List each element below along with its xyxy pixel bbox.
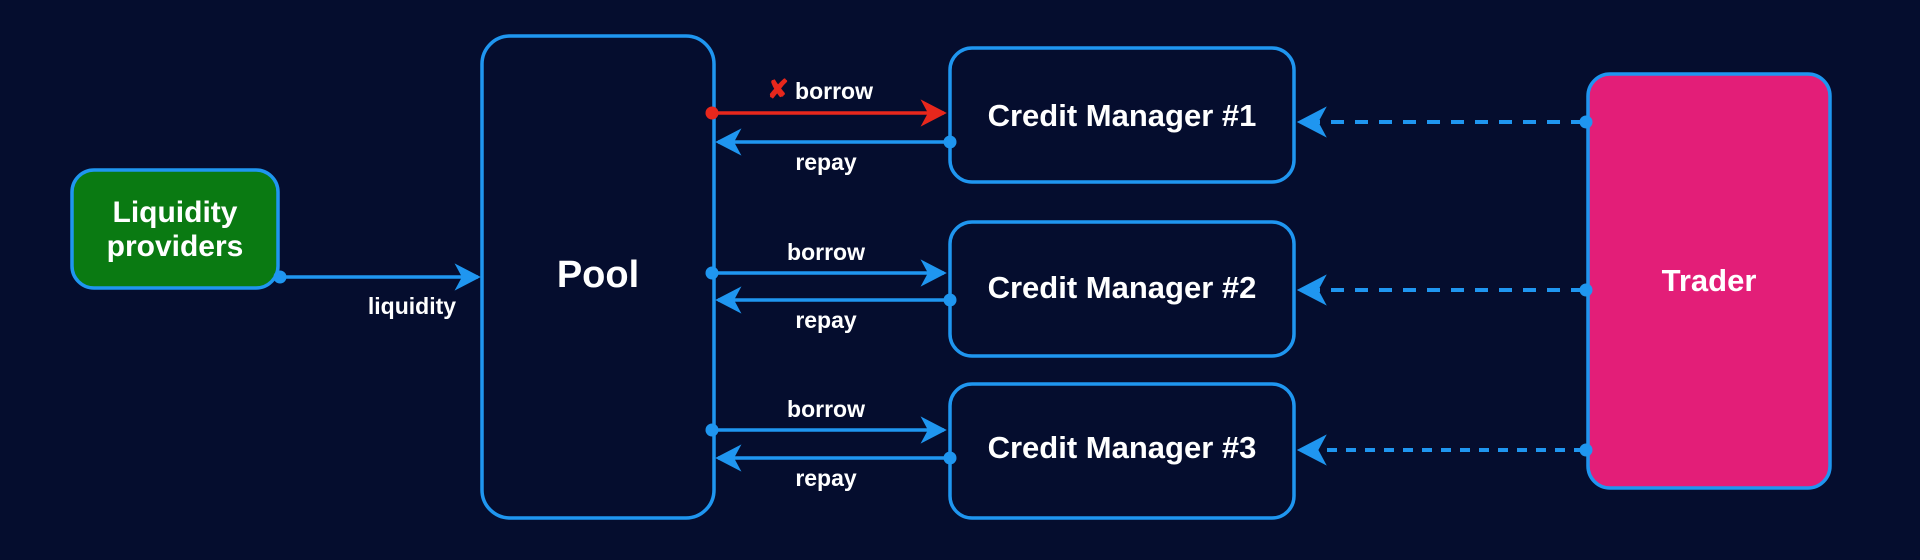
liquidity-providers-label-line1: Liquidity xyxy=(113,196,238,229)
edge-borrow-2: borrow xyxy=(705,239,947,287)
liquidity-source-dot xyxy=(273,270,287,284)
edge-liquidity: liquidity xyxy=(273,263,481,319)
node-credit-manager-1[interactable]: Credit Manager #1 xyxy=(948,46,1296,184)
borrow-blocked-icon: ✘ xyxy=(767,74,789,104)
liquidity-edge-label: liquidity xyxy=(368,293,456,319)
repay-3-source-dot xyxy=(943,451,957,465)
edge-repay-2: repay xyxy=(715,286,957,333)
repay-3-edge-label: repay xyxy=(795,465,857,491)
repay-1-edge-label: repay xyxy=(795,149,857,175)
edge-trader-credit-manager-1 xyxy=(1296,106,1593,138)
credit-manager-3-label: Credit Manager #3 xyxy=(988,430,1257,465)
node-liquidity-providers[interactable]: Liquidity providers xyxy=(70,168,280,290)
edge-trader-credit-manager-3 xyxy=(1296,434,1593,466)
credit-manager-2-box[interactable] xyxy=(948,220,1296,358)
borrow-1-edge-label: borrow xyxy=(795,78,873,104)
trader-cm3-source-dot xyxy=(1579,443,1593,457)
edge-trader-credit-manager-2 xyxy=(1296,274,1593,306)
borrow-1-source-dot xyxy=(705,106,719,120)
pool-label: Pool xyxy=(557,254,639,296)
borrow-2-source-dot xyxy=(705,266,719,280)
repay-1-source-dot xyxy=(943,135,957,149)
trader-cm1-source-dot xyxy=(1579,115,1593,129)
liquidity-providers-label-line2: providers xyxy=(107,230,244,263)
repay-2-source-dot xyxy=(943,293,957,307)
credit-manager-2-label: Credit Manager #2 xyxy=(988,270,1257,305)
borrow-3-edge-label: borrow xyxy=(787,396,865,422)
liquidity-providers-box[interactable] xyxy=(70,168,280,290)
borrow-3-source-dot xyxy=(705,423,719,437)
trader-box[interactable] xyxy=(1586,72,1832,490)
node-trader[interactable]: Trader xyxy=(1586,72,1832,490)
node-pool[interactable]: Pool xyxy=(480,34,716,520)
edge-borrow-1: ✘ borrow xyxy=(705,74,947,127)
credit-manager-1-box[interactable] xyxy=(948,46,1296,184)
edge-repay-1: repay xyxy=(715,128,957,175)
credit-manager-1-label: Credit Manager #1 xyxy=(988,98,1257,133)
edge-repay-3: repay xyxy=(715,444,957,491)
repay-2-edge-label: repay xyxy=(795,307,857,333)
node-credit-manager-2[interactable]: Credit Manager #2 xyxy=(948,220,1296,358)
trader-cm2-source-dot xyxy=(1579,283,1593,297)
node-credit-manager-3[interactable]: Credit Manager #3 xyxy=(948,382,1296,520)
borrow-2-edge-label: borrow xyxy=(787,239,865,265)
credit-manager-3-box[interactable] xyxy=(948,382,1296,520)
trader-label: Trader xyxy=(1662,263,1757,298)
edge-borrow-3: borrow xyxy=(705,396,947,444)
